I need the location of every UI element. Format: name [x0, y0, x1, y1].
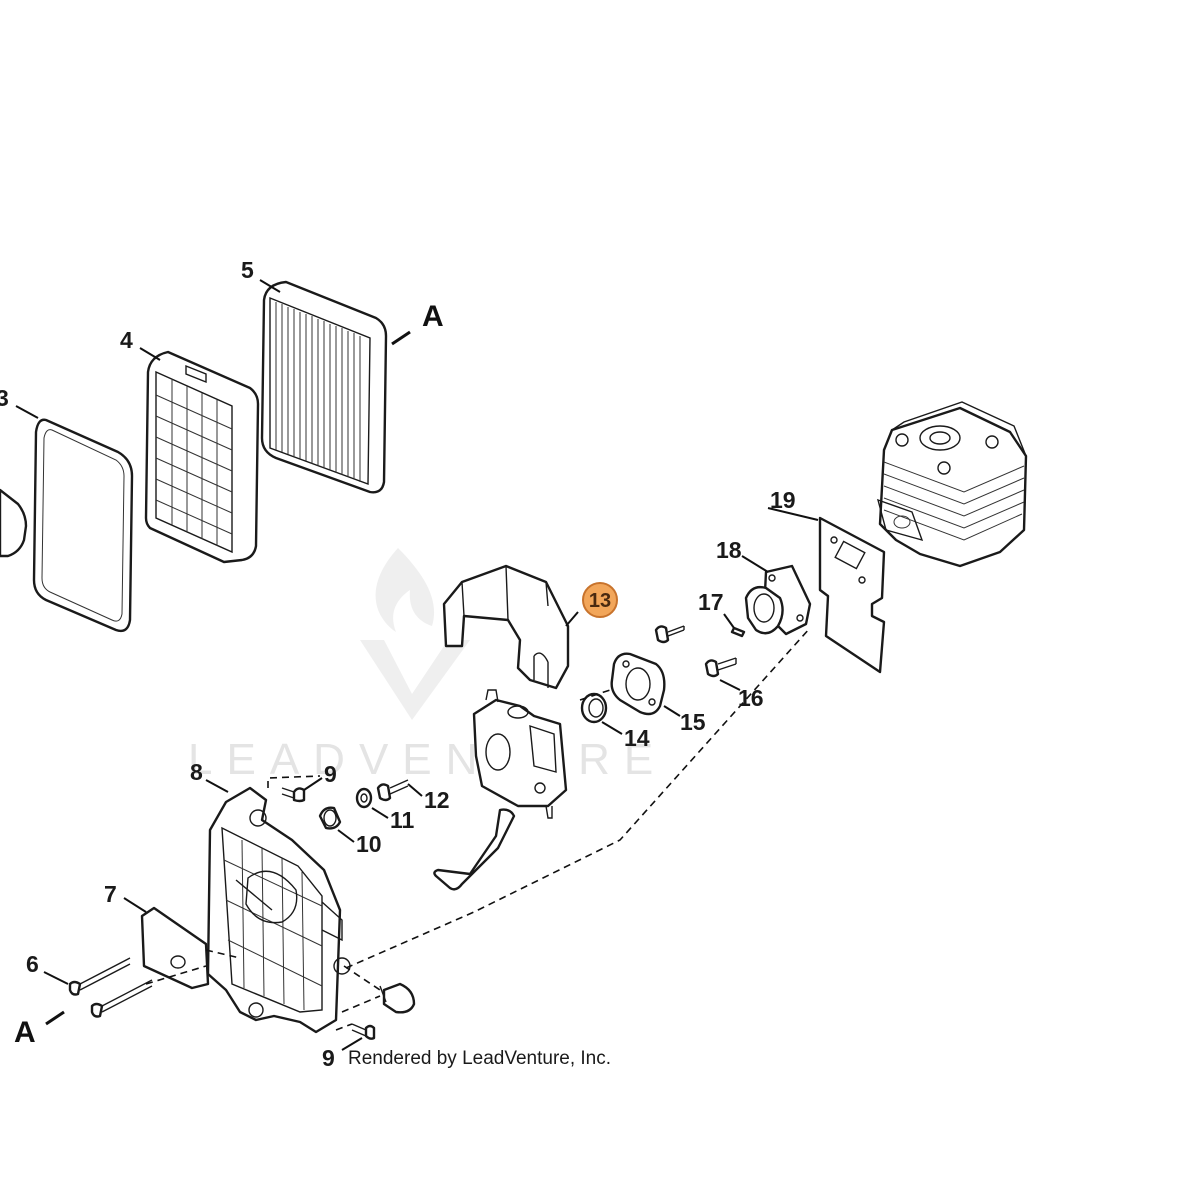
- callout-10[interactable]: 10: [356, 831, 382, 857]
- highlight-ring: [582, 582, 618, 618]
- part-15-spacer[interactable]: [610, 652, 666, 716]
- callout-5[interactable]: 5: [241, 257, 254, 283]
- part-9-screw-lower[interactable]: [351, 1023, 376, 1040]
- part-primer-bulb: [379, 982, 416, 1014]
- reference-a-bottom: A: [14, 1016, 36, 1049]
- part-3-filter-seal[interactable]: [32, 418, 134, 633]
- part-9-screw-upper[interactable]: [281, 787, 306, 803]
- callout-18[interactable]: 18: [716, 537, 742, 563]
- callout-9-lower[interactable]: 9: [322, 1045, 335, 1071]
- callout-13[interactable]: 13: [589, 590, 611, 612]
- part-12-screw[interactable]: [376, 779, 409, 802]
- watermark: LEADVENTURE: [188, 548, 667, 784]
- callout-11[interactable]: 11: [390, 807, 415, 833]
- leader-lines: [15, 279, 819, 1051]
- part-carburetor: [472, 689, 568, 819]
- part-left-edge-fragment: [0, 488, 28, 558]
- part-18-intake-flange[interactable]: [744, 564, 812, 636]
- callout-17[interactable]: 17: [698, 589, 724, 615]
- callout-4[interactable]: 4: [120, 327, 133, 353]
- part-19-gasket[interactable]: [818, 516, 886, 674]
- part-16-screw[interactable]: [704, 657, 737, 678]
- callout-16[interactable]: 16: [738, 685, 764, 711]
- callout-3[interactable]: 3: [0, 385, 9, 411]
- callout-8[interactable]: 8: [190, 759, 203, 785]
- callout-7[interactable]: 7: [104, 881, 117, 907]
- part-11-washer[interactable]: [355, 787, 373, 809]
- part-4-prefilter[interactable]: [144, 350, 260, 564]
- part-8-filter-housing[interactable]: [206, 786, 351, 1034]
- part-5-main-filter[interactable]: [260, 280, 388, 494]
- part-cylinder: [876, 401, 1028, 568]
- callout-6[interactable]: 6: [26, 951, 39, 977]
- watermark-text: LEADVENTURE: [188, 735, 667, 784]
- part-6-long-screws[interactable]: [68, 957, 153, 1018]
- part-13-carburetor-cover[interactable]: [442, 564, 570, 690]
- watermark-flame-logo: [360, 548, 470, 720]
- part-17-pin[interactable]: [730, 626, 746, 638]
- part-14-ring[interactable]: [580, 692, 608, 724]
- prefilter-grid: [155, 379, 233, 546]
- callout-labels: 3 4 5 6 7 8 9 9 10 11 12 14 15 16 17 18 …: [0, 257, 796, 1071]
- render-credit: Rendered by LeadVenture, Inc.: [348, 1048, 611, 1069]
- callout-9-upper[interactable]: 9: [324, 761, 337, 787]
- callout-14[interactable]: 14: [624, 725, 650, 751]
- callout-15[interactable]: 15: [680, 709, 706, 735]
- cylinder-fins: [883, 461, 1025, 541]
- callout-13-highlight[interactable]: 13: [582, 582, 618, 618]
- filter-pleats: [275, 302, 361, 482]
- part-10-grommet[interactable]: [318, 806, 342, 830]
- reference-a-top: A: [422, 300, 444, 333]
- callout-12[interactable]: 12: [424, 787, 450, 813]
- part-7-cover-plate[interactable]: [140, 906, 210, 990]
- callout-19[interactable]: 19: [770, 487, 796, 513]
- part-screw-upper[interactable]: [654, 625, 685, 644]
- assembly-lines: [145, 627, 811, 1031]
- part-fuel-line: [433, 808, 516, 891]
